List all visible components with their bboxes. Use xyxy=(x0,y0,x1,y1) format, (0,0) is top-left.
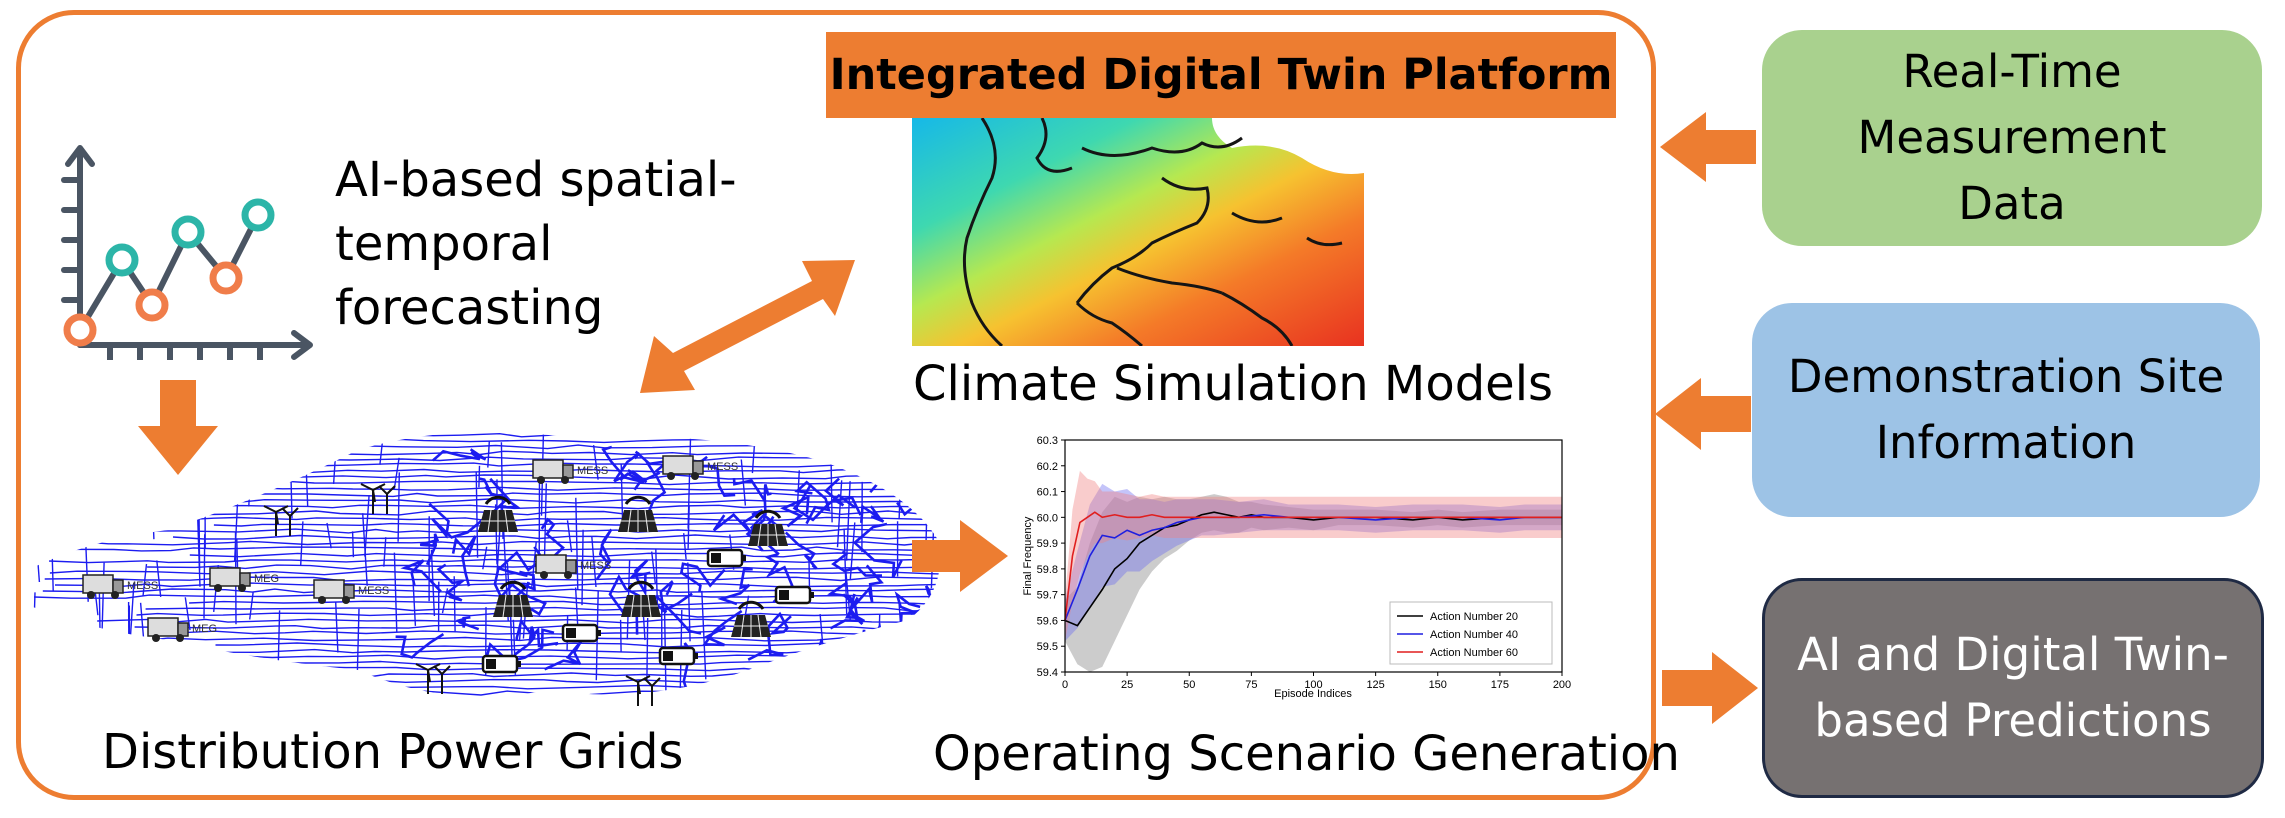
grid-vehicle-label: MESS xyxy=(358,585,389,597)
chart-y-tick-label: 59.5 xyxy=(1037,641,1058,653)
left-arrow-realtime xyxy=(1660,112,1756,182)
platform-frame xyxy=(16,10,1656,800)
chart-x-tick-label: 125 xyxy=(1366,679,1384,691)
grid-vehicle-icon: MEG xyxy=(147,617,217,642)
chart-series-line-3 xyxy=(1064,511,1562,621)
grid-vehicle-icon: MESS xyxy=(313,579,389,604)
chart-y-axis-label: Final Frequency xyxy=(1022,516,1034,595)
wind-turbine-icon xyxy=(625,675,661,706)
forecast-chart-icon xyxy=(61,145,313,360)
grid-vehicle-label: MESS xyxy=(577,465,608,477)
forecasting-line-1: AI-based spatial- xyxy=(335,152,737,208)
chart-x-tick-label: 150 xyxy=(1429,679,1447,691)
wind-turbine-icon xyxy=(263,505,299,536)
battery-icon xyxy=(658,646,698,666)
grid-vehicle-icon: MEG xyxy=(209,567,279,592)
wind-turbine-icon xyxy=(415,663,451,694)
grid-vehicle-label: MESS xyxy=(580,560,611,572)
scenario-caption: Operating Scenario Generation xyxy=(933,726,1680,782)
chart-y-tick-label: 59.7 xyxy=(1037,590,1058,602)
chart-x-tick-label: 75 xyxy=(1245,679,1257,691)
forecasting-line-3: forecasting xyxy=(335,280,604,336)
grid-vehicle-label: MEG xyxy=(254,573,279,585)
chart-y-tick-label: 60.1 xyxy=(1037,487,1058,499)
grid-vehicle-label: MESS xyxy=(707,461,738,473)
grid-vehicle-icon: MESS xyxy=(532,459,608,484)
right-arrow-ai xyxy=(1662,652,1758,724)
battery-icon xyxy=(481,654,521,674)
solar-panel-icon xyxy=(618,495,658,533)
solar-panel-icon xyxy=(731,600,771,638)
chart-legend: Action Number 20 Action Number 40 Action N… xyxy=(1389,601,1553,665)
grid-vehicle-label: MEG xyxy=(192,623,217,635)
chart-x-tick-label: 100 xyxy=(1304,679,1322,691)
chart-band-3 xyxy=(1065,470,1562,642)
chart-y-tick-label: 59.4 xyxy=(1037,667,1058,679)
chart-legend-entry: Action Number 40 xyxy=(1430,629,1518,641)
battery-icon xyxy=(774,585,814,605)
solar-panel-icon xyxy=(478,495,518,533)
chart-series-line-1 xyxy=(1064,511,1562,627)
chart-band-1 xyxy=(1065,494,1562,672)
chart-x-tick-label: 0 xyxy=(1062,679,1068,691)
left-arrow-demo xyxy=(1655,378,1751,450)
platform-title: Integrated Digital Twin Platform xyxy=(826,32,1616,118)
battery-icon xyxy=(561,623,601,643)
chart-y-tick-label: 60.2 xyxy=(1037,461,1058,473)
grid-caption: Distribution Power Grids xyxy=(102,724,684,780)
forecasting-line-2: temporal xyxy=(335,216,553,272)
power-grid-map: MESS MESS MESS MESS MESS MEG MEG xyxy=(30,432,940,706)
climate-caption: Climate Simulation Models xyxy=(913,356,1554,412)
solar-panel-icon xyxy=(493,580,533,618)
grid-vehicle-label: MESS xyxy=(127,580,158,592)
solar-panel-icon xyxy=(748,509,788,547)
ai-predictions-box: AI and Digital Twin-based Predictions xyxy=(1762,578,2264,798)
forecasting-label: AI-based spatial- temporal forecasting xyxy=(335,148,737,340)
grid-vehicle-icon: MESS xyxy=(535,554,611,579)
chart-x-tick-label: 200 xyxy=(1553,679,1571,691)
down-arrow xyxy=(138,380,218,475)
chart-y-tick-label: 60.3 xyxy=(1037,435,1058,447)
demo-site-box: Demonstration Site Information xyxy=(1752,303,2260,517)
battery-icon xyxy=(706,548,746,568)
grid-vehicle-icon: MESS xyxy=(662,455,738,480)
chart-x-tick-label: 50 xyxy=(1183,679,1195,691)
right-arrow-to-scenario xyxy=(912,520,1008,592)
scenario-chart: 59.4 59.5 59.6 59.7 59.8 59.9 60.0 60.1 60.2 60.3… xyxy=(1022,435,1571,700)
chart-y-tick-label: 59.6 xyxy=(1037,615,1058,627)
chart-y-tick-label: 60.0 xyxy=(1037,512,1058,524)
chart-legend-entry: Action Number 20 xyxy=(1430,611,1518,623)
chart-band-2 xyxy=(1065,483,1562,642)
climate-map xyxy=(912,118,1364,346)
chart-y-tick-label: 59.9 xyxy=(1037,538,1058,550)
ai-predictions-label: AI and Digital Twin-based Predictions xyxy=(1797,628,2229,747)
chart-x-axis-label: Episode Indices xyxy=(1274,688,1352,700)
chart-legend-entry: Action Number 60 xyxy=(1430,647,1518,659)
grid-vehicle-icon: MESS xyxy=(82,574,158,599)
realtime-data-label: Real-Time Measurement Data xyxy=(1857,45,2167,230)
chart-y-tick-label: 59.8 xyxy=(1037,564,1058,576)
chart-legend-box xyxy=(1389,601,1553,665)
wind-turbine-icon xyxy=(360,483,396,514)
chart-x-tick-label: 175 xyxy=(1491,679,1509,691)
solar-panel-icon xyxy=(621,580,661,618)
bidirectional-arrow xyxy=(640,260,855,393)
realtime-data-box: Real-Time Measurement Data xyxy=(1762,30,2262,246)
grid-symbols: MESS MESS MESS MESS MESS MEG MEG xyxy=(82,455,814,706)
demo-site-label: Demonstration Site Information xyxy=(1787,350,2225,469)
chart-x-tick-label: 25 xyxy=(1121,679,1133,691)
